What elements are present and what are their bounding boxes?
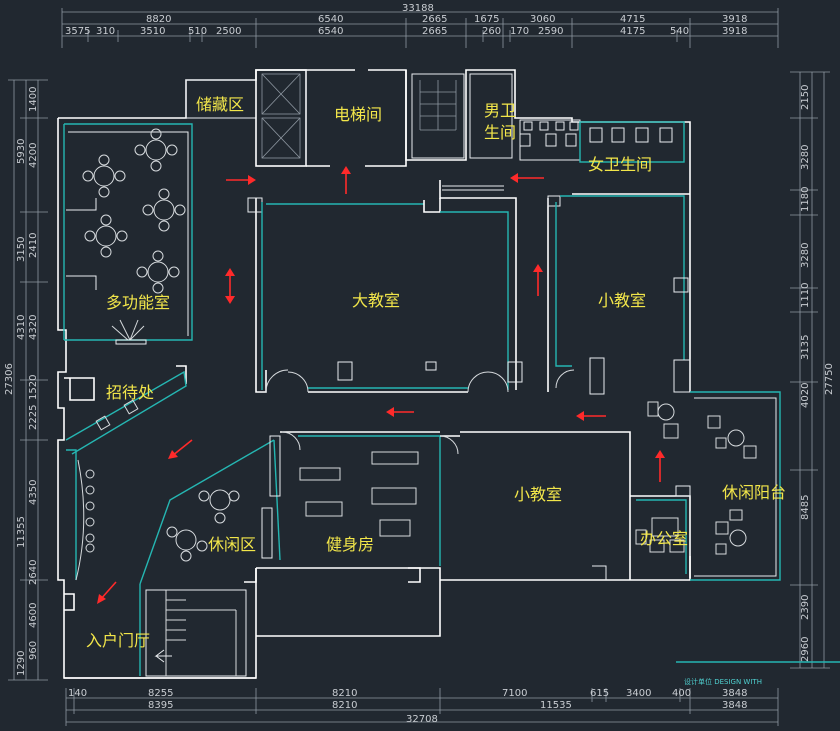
svg-text:7100: 7100 bbox=[502, 688, 527, 699]
design-unit-label: 设计单位 DESIGN WITH bbox=[684, 677, 762, 686]
label-multi-room: 多功能室 bbox=[106, 293, 170, 312]
svg-text:8210: 8210 bbox=[332, 700, 357, 711]
svg-text:3510: 3510 bbox=[140, 26, 165, 37]
label-male-wc-line1: 男卫 bbox=[484, 101, 516, 120]
svg-text:4200: 4200 bbox=[28, 143, 39, 168]
svg-text:11535: 11535 bbox=[540, 700, 572, 711]
big-classroom-walls bbox=[247, 197, 523, 393]
svg-text:8210: 8210 bbox=[332, 688, 357, 699]
svg-text:2960: 2960 bbox=[800, 637, 811, 662]
label-leisure: 休闲区 bbox=[208, 535, 256, 554]
office-balcony bbox=[630, 391, 781, 581]
svg-text:310: 310 bbox=[96, 26, 115, 37]
label-small-class-bottom: 小教室 bbox=[514, 485, 562, 504]
svg-text:27750: 27750 bbox=[824, 363, 835, 395]
small-class-top-walls bbox=[547, 193, 691, 395]
svg-text:3280: 3280 bbox=[800, 145, 811, 170]
svg-text:1400: 1400 bbox=[28, 87, 39, 112]
svg-text:140: 140 bbox=[68, 688, 87, 699]
lobby-walls bbox=[64, 435, 281, 677]
svg-text:1180: 1180 bbox=[800, 187, 811, 212]
svg-text:3918: 3918 bbox=[722, 26, 747, 37]
label-reception: 招待处 bbox=[106, 383, 154, 402]
svg-text:400: 400 bbox=[672, 688, 691, 699]
svg-text:8485: 8485 bbox=[800, 495, 811, 520]
svg-text:1290: 1290 bbox=[16, 651, 27, 676]
left-dimensions bbox=[8, 79, 48, 681]
svg-text:4715: 4715 bbox=[620, 14, 645, 25]
svg-text:2590: 2590 bbox=[538, 26, 563, 37]
label-entrance: 入户门厅 bbox=[86, 631, 150, 650]
svg-text:8820: 8820 bbox=[146, 14, 171, 25]
svg-text:3060: 3060 bbox=[530, 14, 555, 25]
svg-text:2500: 2500 bbox=[216, 26, 241, 37]
right-dimensions bbox=[790, 71, 830, 669]
circulation-arrows bbox=[97, 166, 665, 604]
svg-text:4350: 4350 bbox=[28, 480, 39, 505]
svg-text:540: 540 bbox=[670, 26, 689, 37]
bottom-dim-labels: 140 8255 8210 7100 615 3400 400 3848 839… bbox=[68, 688, 747, 725]
top-total-dim: 33188 bbox=[402, 3, 434, 14]
svg-text:3135: 3135 bbox=[800, 335, 811, 360]
svg-text:510: 510 bbox=[188, 26, 207, 37]
svg-text:3848: 3848 bbox=[722, 700, 747, 711]
gym-walls bbox=[280, 431, 460, 583]
svg-text:170: 170 bbox=[510, 26, 529, 37]
entry-arrow-tail bbox=[155, 655, 165, 663]
svg-text:2640: 2640 bbox=[28, 560, 39, 585]
svg-text:4600: 4600 bbox=[28, 603, 39, 628]
svg-text:4020: 4020 bbox=[800, 383, 811, 408]
left-dim-labels: 27306 1400 5930 4200 3150 2410 4310 4320… bbox=[4, 87, 39, 676]
svg-text:3400: 3400 bbox=[626, 688, 651, 699]
svg-text:2665: 2665 bbox=[422, 26, 447, 37]
small-class-bottom-walls bbox=[460, 431, 631, 580]
svg-text:4310: 4310 bbox=[16, 315, 27, 340]
svg-text:2150: 2150 bbox=[800, 85, 811, 110]
svg-text:2390: 2390 bbox=[800, 595, 811, 620]
svg-text:3848: 3848 bbox=[722, 688, 747, 699]
bottom-dimensions bbox=[65, 688, 779, 726]
multi-room-furniture bbox=[66, 128, 186, 345]
svg-text:960: 960 bbox=[28, 641, 39, 660]
svg-text:2225: 2225 bbox=[28, 405, 39, 430]
svg-text:615: 615 bbox=[590, 688, 609, 699]
svg-text:8255: 8255 bbox=[148, 688, 173, 699]
svg-text:3150: 3150 bbox=[16, 237, 27, 262]
svg-text:1110: 1110 bbox=[800, 283, 811, 308]
svg-text:27306: 27306 bbox=[4, 363, 15, 395]
top-core bbox=[185, 69, 685, 199]
label-balcony: 休闲阳台 bbox=[722, 483, 786, 502]
svg-text:8395: 8395 bbox=[148, 700, 173, 711]
svg-text:2410: 2410 bbox=[28, 233, 39, 258]
label-small-class-top: 小教室 bbox=[598, 291, 646, 310]
svg-text:2665: 2665 bbox=[422, 14, 447, 25]
svg-text:32708: 32708 bbox=[406, 714, 438, 725]
label-female-wc: 女卫生间 bbox=[588, 155, 652, 174]
label-male-wc-line2: 生间 bbox=[484, 123, 516, 142]
label-gym: 健身房 bbox=[326, 535, 374, 554]
svg-text:4175: 4175 bbox=[620, 26, 645, 37]
svg-text:6540: 6540 bbox=[318, 14, 343, 25]
svg-text:3918: 3918 bbox=[722, 14, 747, 25]
svg-text:1675: 1675 bbox=[474, 14, 499, 25]
svg-text:5930: 5930 bbox=[16, 139, 27, 164]
label-storage: 储藏区 bbox=[196, 95, 244, 114]
label-office: 办公室 bbox=[640, 529, 688, 548]
svg-text:260: 260 bbox=[482, 26, 501, 37]
svg-text:4320: 4320 bbox=[28, 315, 39, 340]
top-row2-dims: 3575 310 3510 510 2500 6540 2665 260 170… bbox=[65, 26, 747, 37]
svg-text:3280: 3280 bbox=[800, 243, 811, 268]
entry-arrow bbox=[154, 649, 172, 657]
reception-walls bbox=[64, 365, 187, 455]
top-dimensions bbox=[61, 8, 779, 48]
top-row1-dims: 8820 6540 2665 1675 3060 4715 3918 bbox=[146, 14, 747, 25]
right-dim-labels: 2150 3280 1180 3280 1110 3135 4020 8485 … bbox=[800, 85, 835, 662]
svg-text:6540: 6540 bbox=[318, 26, 343, 37]
svg-text:3575: 3575 bbox=[65, 26, 90, 37]
label-elevator: 电梯间 bbox=[334, 105, 382, 124]
svg-text:1520: 1520 bbox=[28, 375, 39, 400]
label-big-classroom: 大教室 bbox=[352, 291, 400, 310]
svg-text:11355: 11355 bbox=[16, 516, 27, 548]
